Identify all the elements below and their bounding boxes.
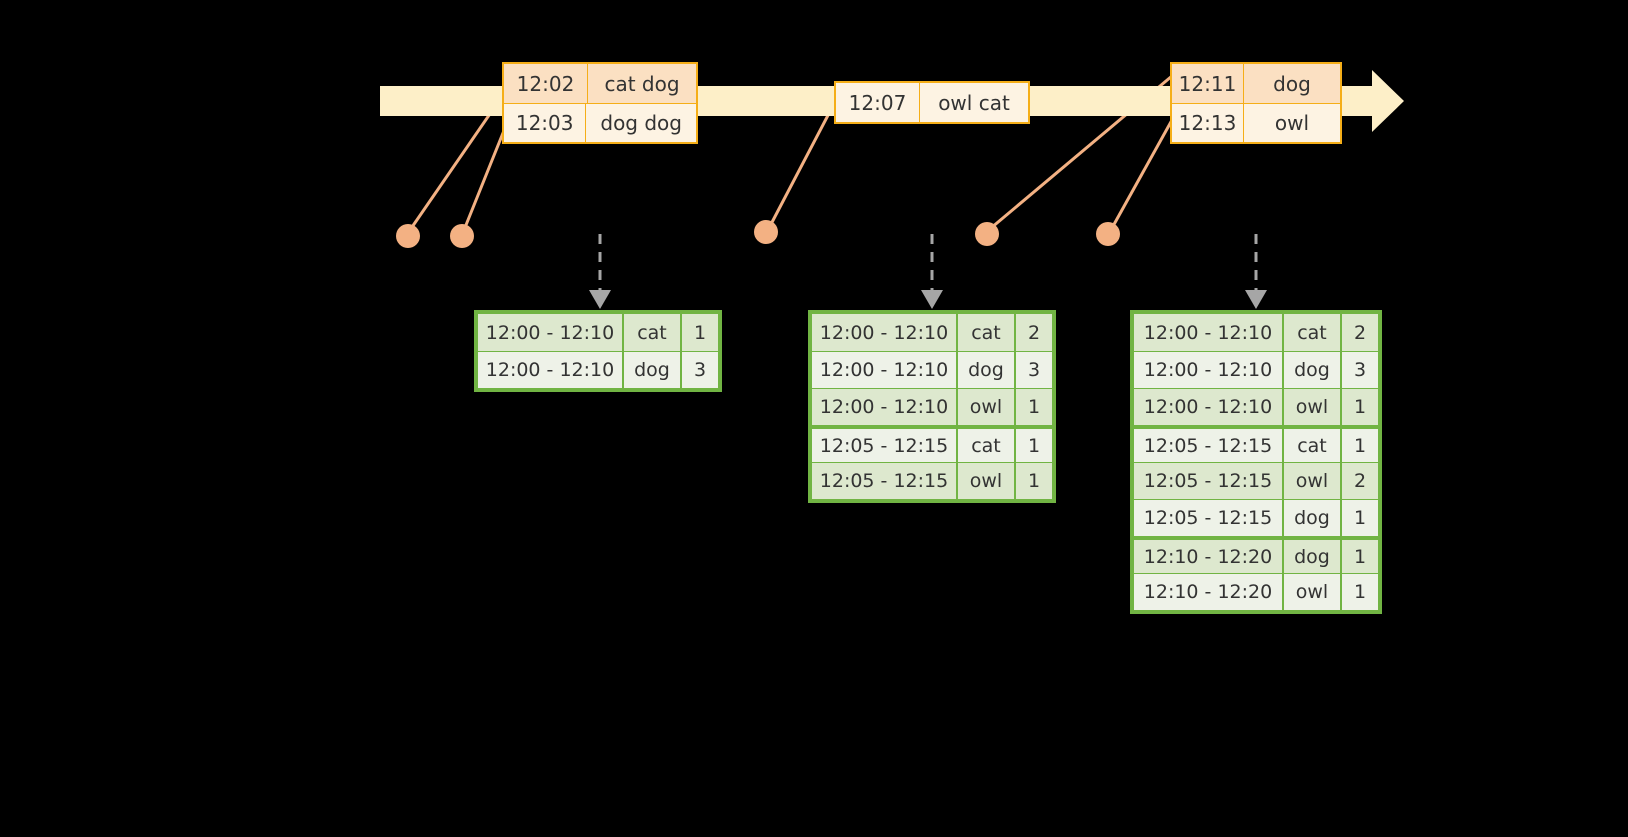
cell-word: cat <box>1284 429 1342 462</box>
event-row: 12:02 cat dog <box>504 64 696 103</box>
cell-window: 12:00 - 12:10 <box>478 314 624 351</box>
cell-count: 2 <box>1342 314 1378 351</box>
cell-count: 1 <box>1342 389 1378 425</box>
event-time: 12:03 <box>504 104 587 142</box>
cell-count: 1 <box>1016 463 1052 499</box>
cell-word: dog <box>1284 540 1342 573</box>
cell-word: dog <box>624 352 682 388</box>
dashed-arrow-heads <box>589 290 1267 309</box>
stream-dot-1 <box>396 224 420 248</box>
event-row: 12:03 dog dog <box>504 103 696 142</box>
cell-word: owl <box>1284 574 1342 610</box>
event-words: dog dog <box>586 104 696 142</box>
cell-word: owl <box>958 463 1016 499</box>
cell-window: 12:00 - 12:10 <box>1134 352 1284 388</box>
stream-dot-4 <box>975 222 999 246</box>
cell-window: 12:05 - 12:15 <box>812 463 958 499</box>
dashed-arrow-2-head <box>921 290 943 309</box>
cell-window: 12:05 - 12:15 <box>1134 463 1284 499</box>
cell-word: cat <box>958 429 1016 462</box>
leader-line-2 <box>462 127 507 231</box>
cell-word: dog <box>958 352 1016 388</box>
cell-window: 12:00 - 12:10 <box>478 352 624 388</box>
dashed-down-arrows <box>598 234 1258 290</box>
event-words: dog <box>1244 64 1340 103</box>
cell-window: 12:00 - 12:10 <box>812 352 958 388</box>
cell-word: cat <box>624 314 682 351</box>
leader-line-3 <box>767 99 838 229</box>
cell-window: 12:00 - 12:10 <box>1134 314 1284 351</box>
cell-count: 2 <box>1016 314 1052 351</box>
cell-count: 1 <box>1342 540 1378 573</box>
cell-count: 3 <box>1016 352 1052 388</box>
cell-word: owl <box>1284 463 1342 499</box>
cell-count: 3 <box>1342 352 1378 388</box>
event-time: 12:07 <box>836 83 920 122</box>
cell-count: 1 <box>1342 574 1378 610</box>
cell-count: 1 <box>1016 389 1052 425</box>
dashed-arrow-1-head <box>589 290 611 309</box>
stream-dot-3 <box>754 220 778 244</box>
stream-dot-2 <box>450 224 474 248</box>
cell-window: 12:05 - 12:15 <box>1134 500 1284 536</box>
cell-count: 2 <box>1342 463 1378 499</box>
event-words: cat dog <box>588 64 696 103</box>
cell-window: 12:05 - 12:15 <box>1134 429 1284 462</box>
event-words: owl cat <box>920 83 1028 122</box>
cell-window: 12:00 - 12:10 <box>812 314 958 351</box>
cell-word: cat <box>958 314 1016 351</box>
cell-word: owl <box>1284 389 1342 425</box>
dashed-arrow-3-head <box>1245 290 1267 309</box>
cell-window: 12:05 - 12:15 <box>812 429 958 462</box>
event-row: 12:13 owl <box>1172 103 1340 142</box>
cell-word: owl <box>958 389 1016 425</box>
stream-dot-5 <box>1096 222 1120 246</box>
cell-count: 1 <box>1342 500 1378 536</box>
event-box-2[interactable]: 12:07 owl cat <box>834 81 1030 124</box>
leader-line-5 <box>1110 119 1174 229</box>
cell-count: 1 <box>1342 429 1378 462</box>
event-row: 12:11 dog <box>1172 64 1340 103</box>
cell-count: 1 <box>682 314 718 351</box>
event-time: 12:13 <box>1172 104 1244 142</box>
timeline-arrow-icon <box>1372 70 1404 132</box>
event-time: 12:02 <box>504 64 588 103</box>
cell-window: 12:10 - 12:20 <box>1134 574 1284 610</box>
cell-count: 3 <box>682 352 718 388</box>
event-box-1[interactable]: 12:02 cat dog 12:03 dog dog <box>502 62 698 144</box>
event-box-3[interactable]: 12:11 dog 12:13 owl <box>1170 62 1342 144</box>
cell-count: 1 <box>1016 429 1052 462</box>
event-words: owl <box>1244 104 1340 142</box>
cell-window: 12:00 - 12:10 <box>812 389 958 425</box>
cell-word: dog <box>1284 352 1342 388</box>
cell-window: 12:00 - 12:10 <box>1134 389 1284 425</box>
cell-word: dog <box>1284 500 1342 536</box>
cell-word: cat <box>1284 314 1342 351</box>
event-time: 12:11 <box>1172 64 1244 103</box>
cell-window: 12:10 - 12:20 <box>1134 540 1284 573</box>
event-row: 12:07 owl cat <box>836 83 1028 122</box>
